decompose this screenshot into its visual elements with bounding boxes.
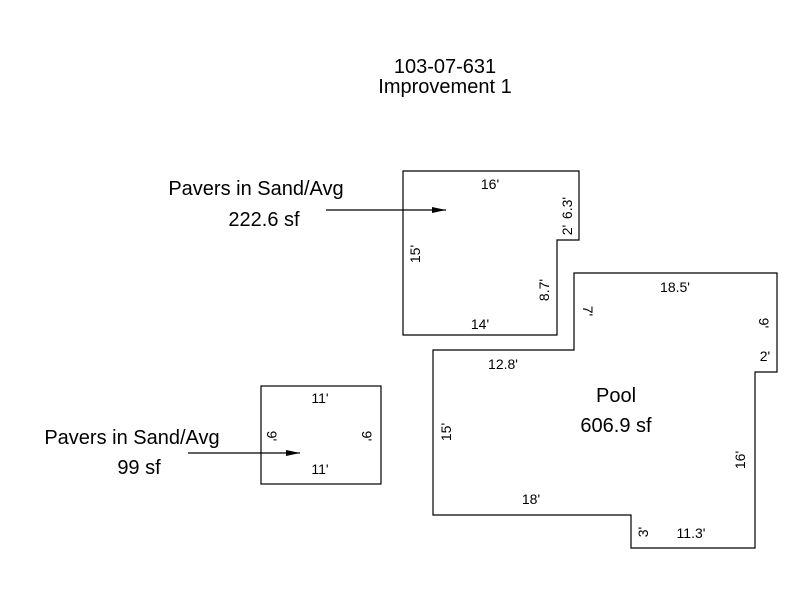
dim-pavers-small-bottom: 11'	[311, 461, 328, 477]
dim-pavers-top-top: 16'	[481, 176, 499, 192]
dim-pavers-top-right-lower: 8.7'	[536, 279, 552, 301]
improvement-label: Improvement 1	[378, 76, 511, 98]
pavers-small-label: Pavers in Sand/Avg	[44, 427, 219, 449]
dim-pool-right-lower: 16'	[732, 451, 748, 469]
dim-pool-top: 18.5'	[660, 279, 690, 295]
dim-pavers-top-left: 15'	[407, 245, 423, 263]
pavers-small-outline	[260, 385, 382, 485]
dim-pool-right-step: 2'	[760, 348, 770, 364]
pool-outline	[432, 272, 778, 549]
parcel-id: 103-07-631	[394, 56, 496, 78]
pavers-top-label: Pavers in Sand/Avg	[168, 178, 343, 200]
dim-pool-upper-left: 7'	[580, 306, 596, 316]
dim-pavers-small-top: 11'	[311, 390, 328, 406]
dim-pavers-top-bottom: 14'	[471, 316, 489, 332]
pool-label: Pool	[596, 385, 636, 407]
dim-pool-right-upper: 9'	[756, 318, 772, 328]
dim-pavers-top-notch: 2'	[559, 225, 575, 235]
dim-pool-bottom-left: 18'	[522, 491, 540, 507]
pavers-top-outline	[402, 170, 580, 336]
pavers-small-area: 99 sf	[117, 457, 161, 479]
dim-pool-bottom-step: 3'	[635, 527, 651, 537]
dim-pavers-top-right-upper: 6.3'	[559, 197, 575, 219]
dim-pool-left-step: 12.8'	[488, 356, 518, 372]
pavers-top-area: 222.6 sf	[228, 209, 300, 231]
dim-pavers-small-left: 9'	[264, 431, 280, 441]
pool-area: 606.9 sf	[580, 415, 652, 437]
dim-pool-bottom-right: 11.3'	[677, 525, 706, 541]
dim-pavers-small-right: 9'	[359, 431, 375, 441]
dim-pool-left: 15'	[438, 423, 454, 441]
